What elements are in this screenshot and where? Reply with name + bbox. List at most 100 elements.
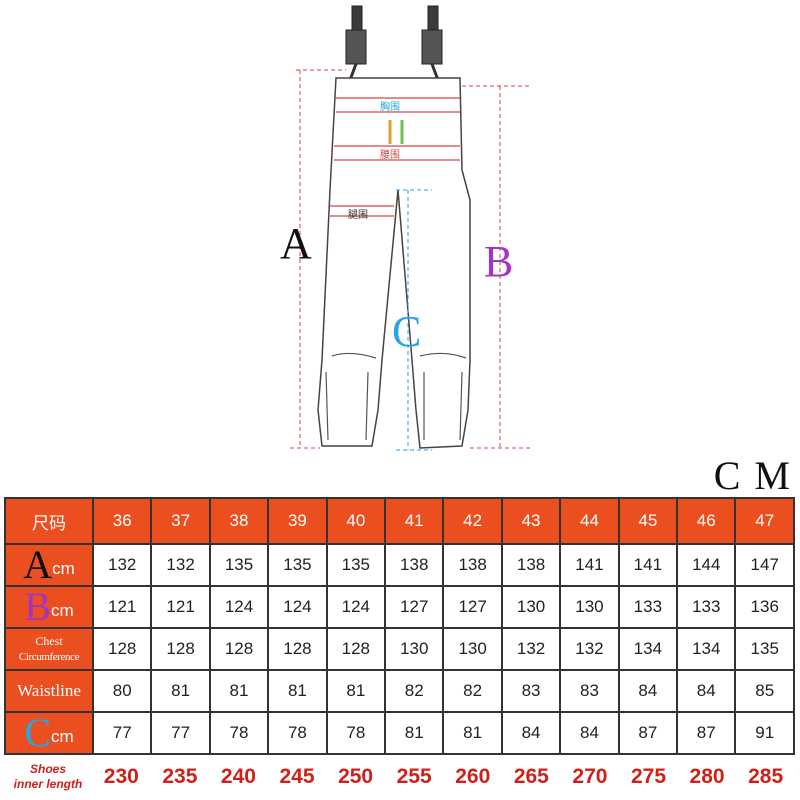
boot-lines (325, 352, 467, 441)
table-cell: 82 (384, 669, 445, 713)
shoes-label-line2: inner length (13, 777, 83, 791)
table-cell: 127 (442, 585, 503, 629)
shoe-length-value: 240 (220, 765, 256, 788)
waders-outline (317, 77, 471, 449)
table-cell: 121 (150, 585, 211, 629)
size-cell: 46 (676, 497, 737, 545)
row-a-letter: A (23, 542, 53, 587)
row-chest-label: Chest Circumference (4, 627, 94, 671)
table-cell: 128 (325, 627, 387, 671)
table-cell: 124 (325, 585, 387, 629)
thigh-label: 腿围 (348, 209, 368, 221)
shoes-label: Shoes inner length (4, 762, 92, 792)
letter-c: C (392, 307, 422, 356)
table-cell: 144 (676, 543, 737, 587)
waist-label: 腰围 (380, 149, 400, 161)
shoes-label-line1: Shoes (29, 762, 66, 776)
shoe-length-value: 245 (279, 765, 315, 788)
row-c-letter: C (24, 710, 51, 755)
table-cell: 128 (267, 627, 328, 671)
unit-label: C M (713, 453, 792, 498)
row-chest: Chest Circumference 128 128 128 128 128 … (4, 627, 795, 671)
size-cell: 40 (325, 497, 387, 545)
chest-label-line2: Circumference (18, 651, 80, 663)
table-cell: 80 (91, 669, 153, 713)
shoes-inner-length-row: Shoes inner length 230 235 240 245 250 2… (4, 757, 795, 797)
size-cell: 45 (617, 497, 679, 545)
row-b-letter: B (24, 584, 51, 629)
table-cell: 135 (267, 543, 328, 587)
table-cell: 83 (500, 669, 562, 713)
row-waistline: Waistline 80 81 81 81 81 82 82 83 83 84 … (4, 669, 795, 713)
size-cell: 44 (559, 497, 620, 545)
table-cell: 134 (617, 627, 679, 671)
table-cell: 141 (559, 543, 620, 587)
table-cell: 132 (500, 627, 562, 671)
size-cell: 39 (267, 497, 328, 545)
shoe-length-value: 280 (689, 765, 725, 788)
table-cell: 141 (617, 543, 679, 587)
table-cell: 132 (559, 627, 620, 671)
table-cell: 84 (559, 711, 620, 755)
row-a-label: Acm (4, 542, 94, 587)
row-b-label: Bcm (4, 584, 94, 629)
table-cell: 136 (734, 585, 795, 629)
shoe-length-value: 275 (630, 765, 667, 788)
table-cell: 78 (208, 711, 270, 755)
size-cell: 37 (150, 497, 211, 545)
size-header-row: 尺码 36 37 38 39 40 41 42 43 44 45 46 47 (4, 497, 795, 545)
table-cell: 135 (325, 543, 387, 587)
table-cell: 138 (442, 543, 503, 587)
table-cell: 77 (91, 711, 153, 755)
table-cell: 84 (617, 669, 679, 713)
suspender-straps (345, 5, 443, 81)
dimension-b (462, 85, 530, 449)
measure-marks (330, 97, 460, 217)
size-chart-table: 尺码 36 37 38 39 40 41 42 43 44 45 46 47 A… (4, 497, 795, 755)
table-cell: 81 (442, 711, 503, 755)
size-cell: 36 (91, 497, 153, 545)
table-cell: 133 (617, 585, 679, 629)
size-cell: 43 (500, 497, 562, 545)
table-cell: 78 (267, 711, 328, 755)
table-cell: 128 (91, 627, 153, 671)
letter-b: B (484, 237, 514, 286)
size-header-label: 尺码 (4, 497, 94, 545)
shoe-length-value: 250 (338, 765, 374, 788)
table-cell: 81 (150, 669, 211, 713)
table-cell: 124 (208, 585, 270, 629)
letter-a: A (280, 219, 312, 268)
shoe-length-value: 270 (572, 765, 608, 788)
shoe-length-value: 255 (396, 765, 432, 788)
row-waistline-label: Waistline (4, 669, 94, 713)
table-cell: 138 (384, 543, 445, 587)
row-c-label: Ccm (4, 710, 94, 755)
dimension-a (290, 69, 346, 449)
table-cell: 77 (150, 711, 211, 755)
table-cell: 134 (676, 627, 737, 671)
table-cell: 138 (500, 543, 562, 587)
table-cell: 130 (384, 627, 445, 671)
size-cell: 42 (442, 497, 503, 545)
table-cell: 130 (559, 585, 620, 629)
row-b: Bcm 121 121 124 124 124 127 127 130 130 … (4, 584, 795, 629)
shoe-length-value: 230 (103, 765, 139, 788)
table-cell: 130 (442, 627, 503, 671)
shoe-length-value: 265 (513, 765, 549, 788)
table-cell: 91 (734, 711, 795, 755)
row-a: Acm 132 132 135 135 135 138 138 138 141 … (4, 542, 795, 587)
shoe-length-value: 235 (162, 765, 198, 788)
table-cell: 135 (208, 543, 270, 587)
table-cell: 83 (559, 669, 620, 713)
row-c: Ccm 77 77 78 78 78 81 81 84 84 87 87 91 (4, 710, 795, 755)
table-cell: 121 (91, 585, 153, 629)
table-cell: 133 (676, 585, 737, 629)
chest-label-line1: Chest (35, 634, 63, 648)
table-cell: 81 (384, 711, 445, 755)
table-cell: 84 (676, 669, 737, 713)
waders-illustration: 胸围 腰围 腿围 (290, 5, 530, 451)
table-cell: 87 (676, 711, 737, 755)
table-cell: 132 (91, 543, 153, 587)
table-cell: 81 (208, 669, 270, 713)
table-cell: 82 (442, 669, 503, 713)
